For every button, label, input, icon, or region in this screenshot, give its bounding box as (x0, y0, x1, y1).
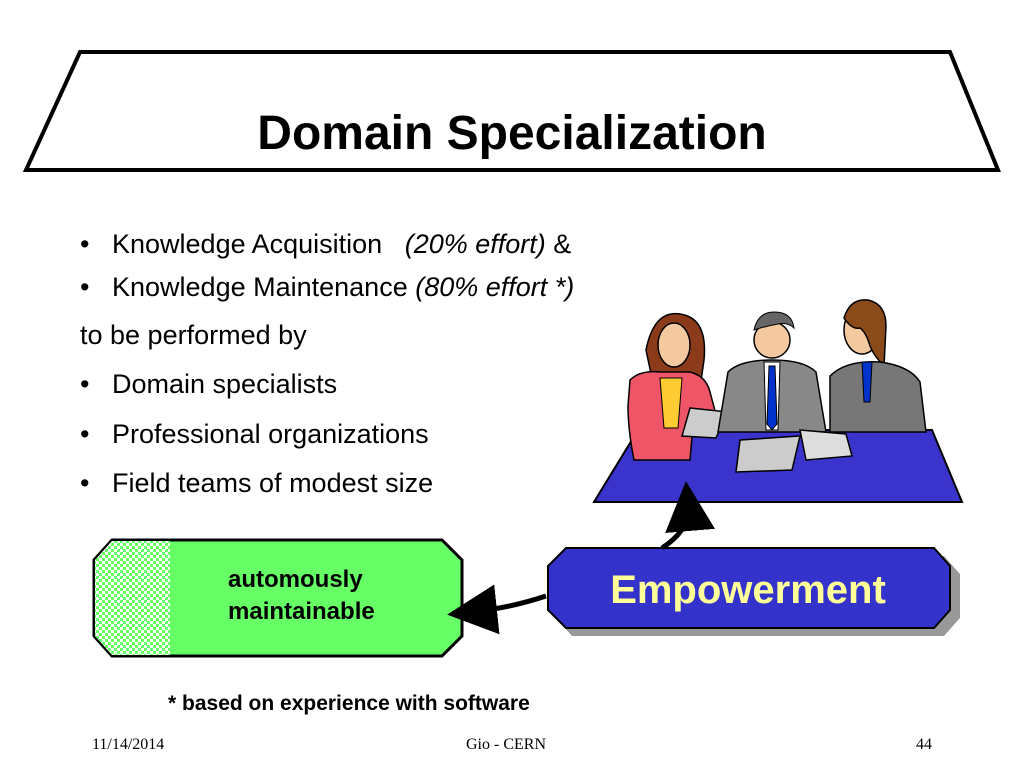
green-box-label: automously maintainable (228, 564, 375, 628)
bullet-glyph: • (80, 419, 90, 449)
empowerment-box (547, 547, 960, 636)
bullet-text: Professional organizations (112, 419, 429, 449)
footer-page-number: 44 (916, 736, 932, 753)
bullet-glyph: • (80, 272, 90, 302)
bullet-text: Field teams of modest size (112, 468, 434, 498)
business-meeting-illustration (592, 299, 964, 503)
footer-date: 11/14/2014 (92, 736, 165, 753)
bullet-glyph: • (80, 229, 90, 259)
bullet-knowledge-acquisition: • Knowledge Acquisition (20% effort) & (80, 227, 571, 261)
bullet-glyph: • (80, 468, 90, 498)
bullet-suffix: & (553, 229, 572, 259)
bullet-domain-specialists: • Domain specialists (80, 367, 337, 401)
arrow-to-meeting (660, 481, 715, 551)
automously-maintainable-box (92, 538, 464, 658)
bullet-glyph: • (80, 369, 90, 399)
page-title: Domain Specialization (257, 107, 767, 160)
green-box-line2: maintainable (228, 598, 375, 625)
connector-text: to be performed by (80, 320, 307, 350)
footnote: * based on experience with software (168, 692, 530, 715)
bullet-text: Knowledge Acquisition (112, 229, 383, 259)
bullet-text: Domain specialists (112, 369, 338, 399)
bullet-professional-organizations: • Professional organizations (80, 417, 429, 451)
green-box-line1: automously (228, 566, 363, 593)
bullet-note: (80% effort *) (415, 272, 575, 302)
bullet-field-teams: • Field teams of modest size (80, 466, 433, 500)
empowerment-label: Empowerment (610, 568, 886, 612)
footer-center: Gio - CERN (466, 736, 546, 753)
arrow-to-green-box (447, 584, 547, 635)
bullet-knowledge-maintenance: • Knowledge Maintenance (80% effort *) (80, 270, 574, 304)
bullet-note: (20% effort) (404, 229, 546, 259)
bullet-text: Knowledge Maintenance (112, 272, 408, 302)
